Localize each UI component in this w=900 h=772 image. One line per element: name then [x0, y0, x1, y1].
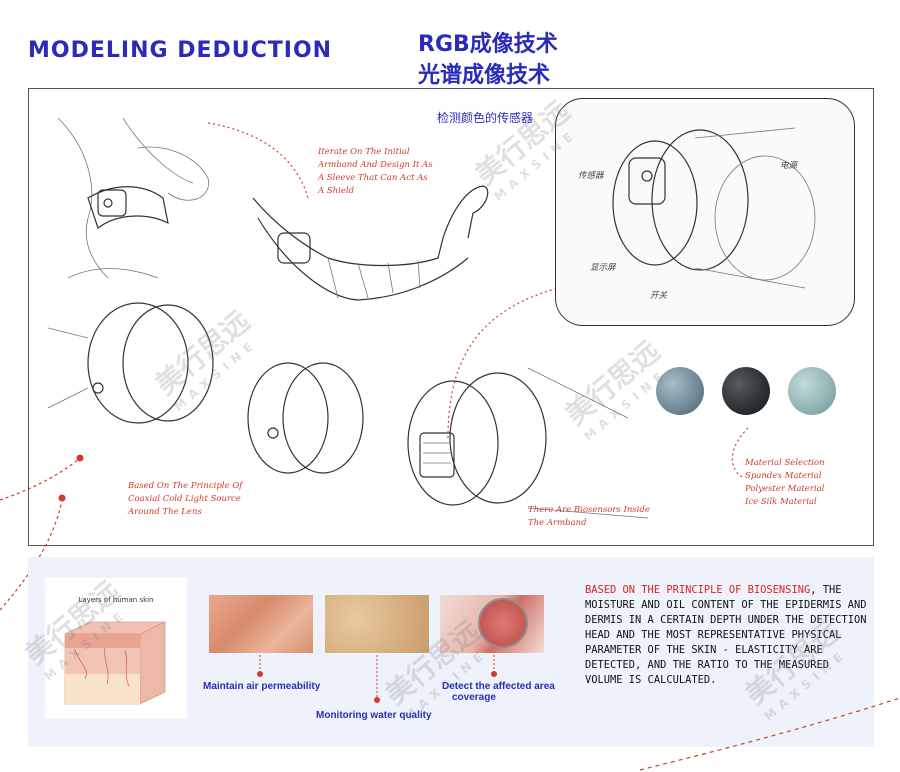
- note-biosensors: There Are Biosensors Inside The Armband: [528, 505, 650, 528]
- caption-air-permeability: Maintain air permeability: [203, 681, 321, 692]
- swatch-polyester: [722, 367, 770, 415]
- note-light: Based On The Principle Of Coaxial Cold L…: [128, 481, 243, 517]
- inset-note-2: 显示屏: [590, 263, 616, 273]
- biosensing-body: , the moisture and oil content of the ep…: [585, 584, 867, 686]
- armband-sketch-2: [247, 362, 364, 474]
- skin-pores-photo: [325, 595, 429, 653]
- inset-note-1: 传感器: [578, 171, 604, 181]
- decor-red-curve-left: [0, 454, 84, 611]
- skin-texture-photo: [209, 595, 313, 653]
- biosensing-description: Based on the principle of biosensing, th…: [585, 583, 867, 688]
- caption-connectors: [257, 655, 497, 703]
- skin-layers-diagram: [64, 621, 166, 705]
- note-sleeve: Iterate On The Initial Armband And Desig…: [318, 147, 433, 196]
- armband-sketch-3: [407, 367, 649, 519]
- caption-affected-area: Detect the affected area coverage: [442, 681, 555, 703]
- swatch-ice-silk: [788, 367, 836, 415]
- magnifier-icon: [478, 598, 528, 648]
- swatch-spandex: [656, 367, 704, 415]
- caption-water-quality: Monitoring water quality: [316, 710, 432, 721]
- cn-title-rgb: RGB成像技术: [418, 32, 558, 57]
- red-arrow-inset: [447, 287, 559, 439]
- red-arrow-sleeve: [207, 122, 309, 199]
- arm-sleeve-sketch: [252, 185, 489, 301]
- page-title: MODELING DEDUCTION: [28, 38, 333, 63]
- hand-armband-sketch: [57, 117, 210, 279]
- note-materials: Material Selection Spandex Material Poly…: [745, 458, 825, 507]
- inset-drawing: [612, 127, 816, 289]
- armband-sketch-1: [47, 302, 214, 424]
- decor-red-dashes: [640, 697, 900, 771]
- inset-note-4: 开关: [650, 291, 668, 301]
- biosensing-highlight: Based on the principle of biosensing: [585, 584, 811, 596]
- skin-layers-title: Layers of human skin: [78, 596, 154, 604]
- skin-layers-card: Layers of human skin: [45, 578, 187, 718]
- inset-note-3: 电源: [780, 161, 798, 171]
- sensor-label: 检测颜色的传感器: [437, 111, 534, 125]
- cn-title-spectral: 光谱成像技术: [418, 63, 551, 88]
